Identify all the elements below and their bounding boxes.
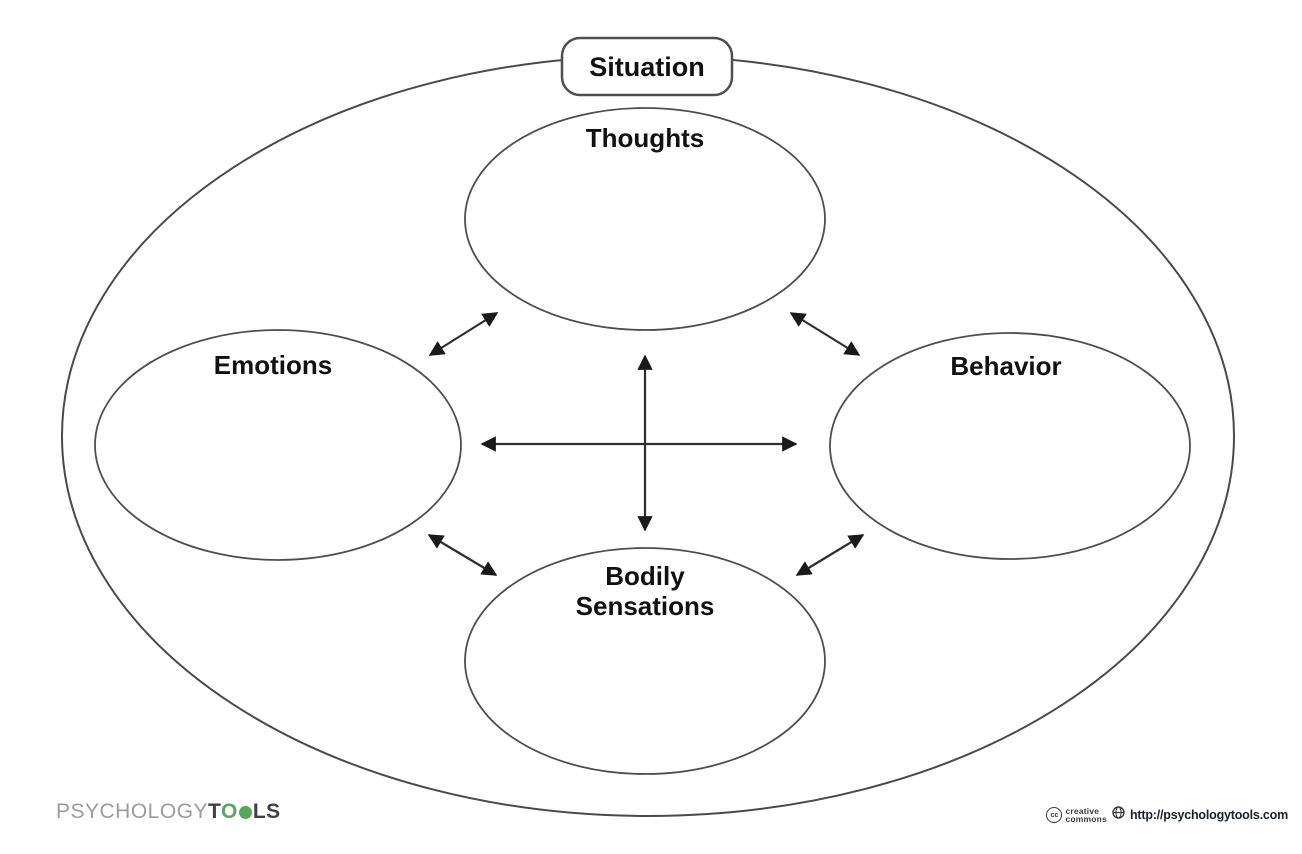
psychologytools-logo: PSYCHOLOGYTOOLS — [56, 801, 281, 823]
outer-situation-ellipse — [61, 55, 1235, 817]
behavior-ellipse — [829, 332, 1191, 560]
globe-icon — [1112, 806, 1125, 824]
emotions-ellipse — [94, 329, 462, 561]
logo-text-ls: LS — [252, 800, 281, 823]
emotions-label: Emotions — [214, 350, 332, 380]
footer-right: cc creative commons http://psychologytoo… — [1046, 806, 1288, 824]
arrow-thoughts-behavior — [789, 312, 861, 356]
cc-text-line1: creative — [1065, 806, 1100, 816]
thoughts-ellipse — [464, 107, 826, 331]
arrow-emotions-thoughts — [428, 312, 499, 356]
cc-text-line2: commons — [1065, 814, 1107, 824]
cc-icon: cc — [1046, 807, 1063, 823]
logo-text-o-ring: O — [221, 800, 238, 823]
bodily-sensations-label-line2: Sensations — [576, 591, 715, 621]
logo-text-psychology: PSYCHOLOGY — [56, 800, 209, 823]
logo-text-o-dot: O — [238, 806, 252, 819]
creative-commons-badge: cc creative commons — [1046, 807, 1107, 823]
bodily-sensations-label-line1: Bodily — [605, 561, 685, 591]
behavior-label: Behavior — [950, 351, 1061, 381]
bodily-sensations-ellipse — [464, 547, 826, 775]
arrow-emotions-bodily — [427, 534, 498, 576]
arrow-behavior-bodily — [795, 534, 865, 576]
website-link[interactable]: http://psychologytools.com — [1130, 808, 1288, 822]
logo-text-t: T — [208, 800, 221, 823]
situation-label: Situation — [589, 52, 705, 82]
thoughts-label: Thoughts — [586, 123, 704, 153]
situation-box — [560, 36, 734, 97]
